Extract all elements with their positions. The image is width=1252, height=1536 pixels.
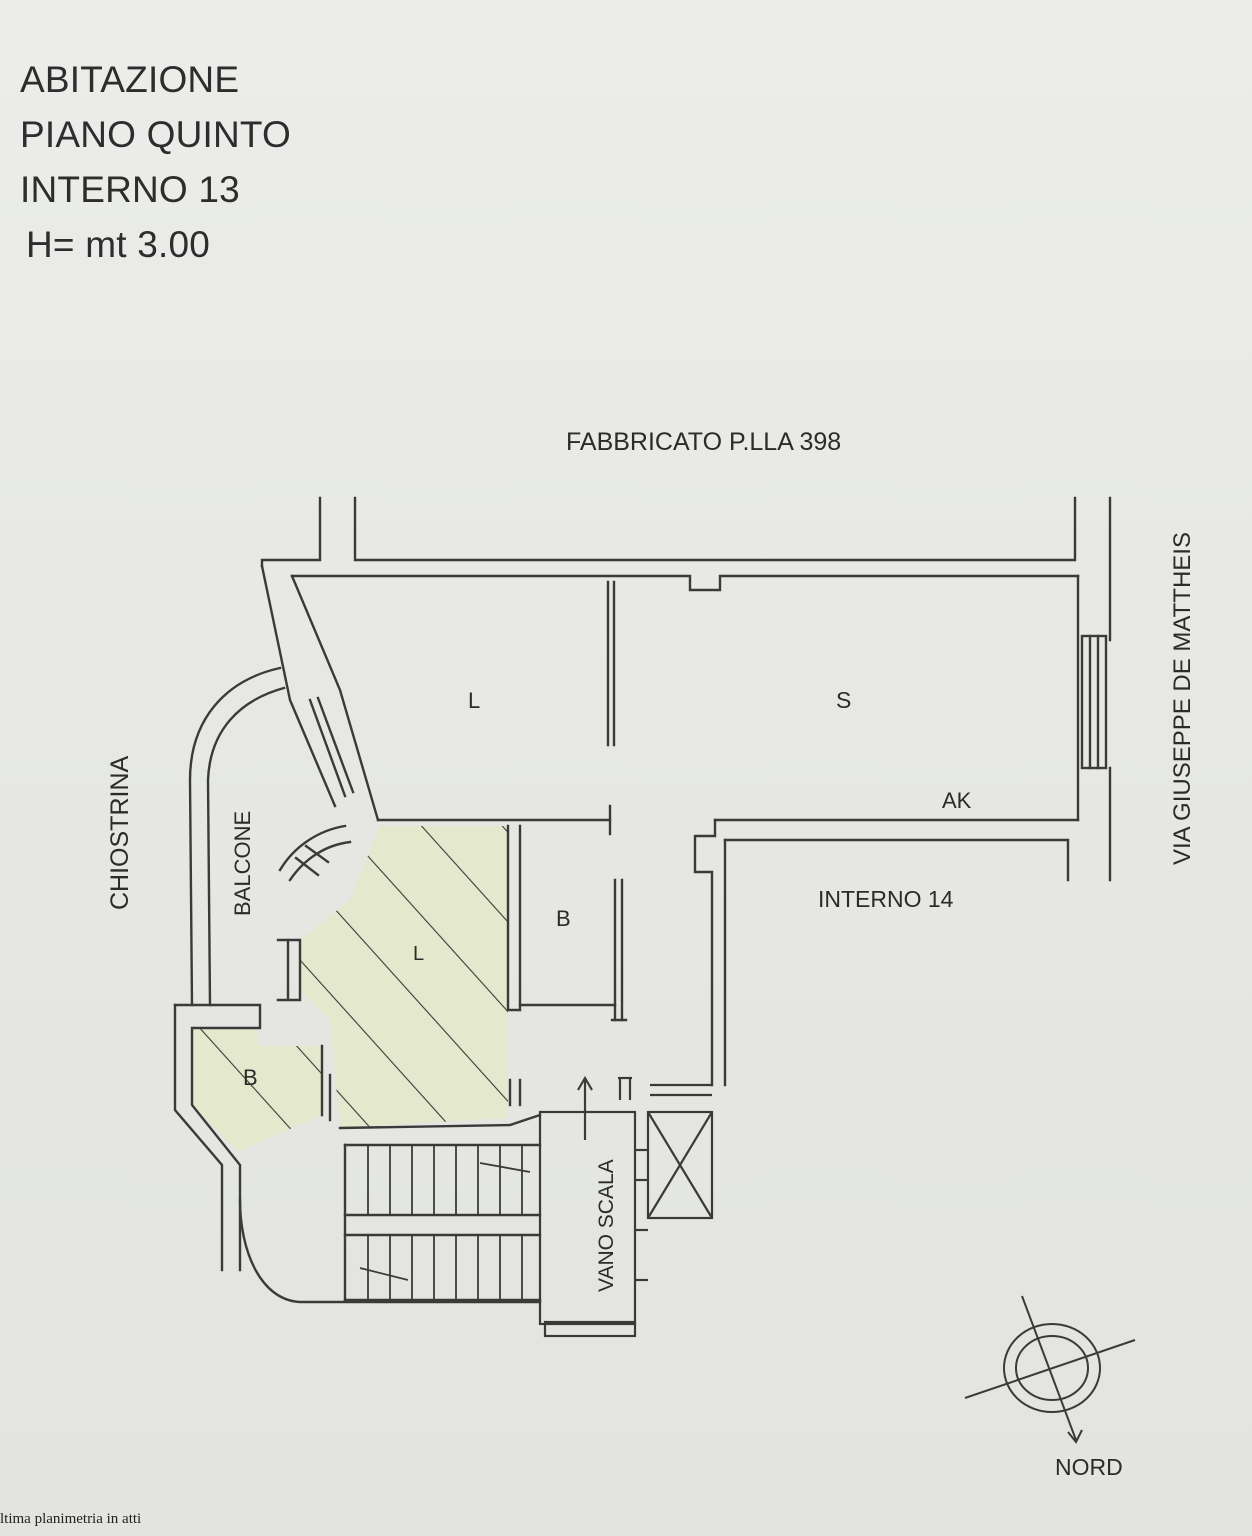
label-balcony: BALCONE: [230, 811, 255, 916]
stairwell-box: [538, 1075, 714, 1338]
label-room-ak: AK: [942, 788, 972, 813]
hatched-room-l: [300, 826, 508, 1128]
label-stairwell: VANO SCALA: [595, 1159, 618, 1292]
north-compass-icon: [964, 1295, 1136, 1444]
hatched-room-b: [192, 1028, 322, 1152]
header-floor: PIANO QUINTO: [20, 114, 292, 155]
header-unit: INTERNO 13: [20, 169, 240, 210]
label-neighbor-building: FABBRICATO P.LLA 398: [566, 428, 841, 456]
stair-treads: [359, 1145, 531, 1300]
label-room-b-center: B: [556, 906, 571, 931]
walls: [173, 496, 1112, 1304]
footer-note: ltima planimetria in atti: [0, 1511, 142, 1527]
label-adjacent-unit: INTERNO 14: [818, 886, 954, 912]
header-height: H= mt 3.00: [26, 224, 211, 265]
header-dwelling: ABITAZIONE: [20, 59, 240, 100]
plan-header: ABITAZIONE PIANO QUINTO INTERNO 13 H= mt…: [20, 52, 291, 272]
label-room-l-hatched: L: [413, 943, 424, 965]
label-street: VIA GIUSEPPE DE MATTHEIS: [1169, 532, 1196, 865]
label-room-l-top: L: [468, 688, 480, 713]
label-courtyard: CHIOSTRINA: [106, 756, 134, 911]
label-room-b-small: B: [243, 1065, 258, 1090]
label-room-s: S: [836, 687, 851, 713]
label-north: NORD: [1055, 1454, 1123, 1480]
